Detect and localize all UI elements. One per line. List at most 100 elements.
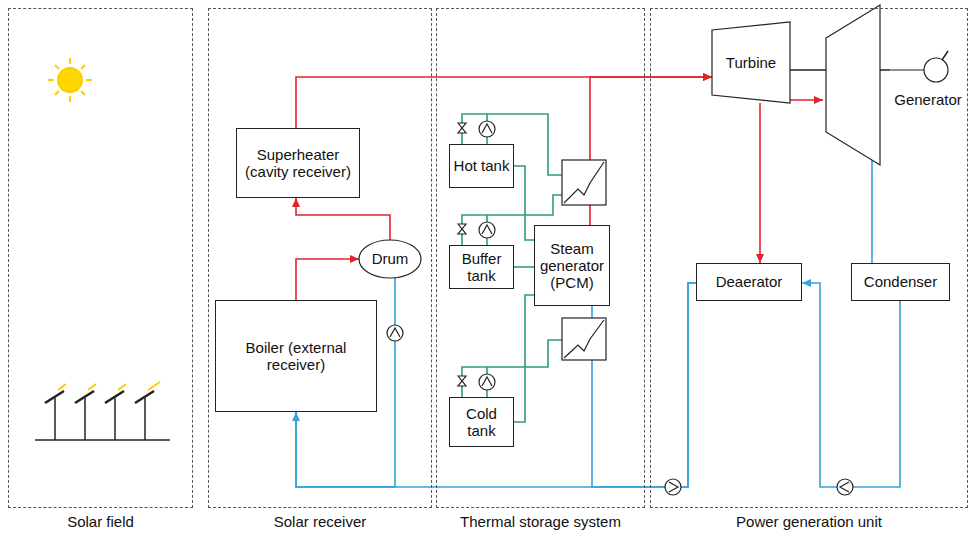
generator-outline [924, 58, 948, 82]
heliostat-symbol [135, 391, 154, 403]
heliostat-symbol [35, 391, 170, 440]
turbine-outline [712, 22, 790, 103]
pipe-connector [592, 283, 696, 487]
node-label: Turbine [726, 54, 776, 71]
heliostat-symbol [84, 398, 86, 440]
generator-mark [942, 51, 948, 60]
shaft-line [890, 69, 924, 70]
tank-box: Cold tank [449, 397, 514, 447]
node-label: Superheater (cavity receiver) [244, 146, 353, 181]
pump-symbol [837, 479, 853, 495]
tank-box: Hot tank [449, 144, 514, 188]
pump-symbol [479, 374, 495, 390]
sun-ray [58, 382, 160, 390]
heliostat-symbol [144, 398, 146, 440]
node-label: Drum [372, 250, 409, 267]
pipe-connector [296, 198, 390, 240]
pump-symbol [665, 479, 681, 495]
node-label: Generator [894, 91, 962, 108]
region-panel: Power generation unitTurbineGeneratorDea… [650, 8, 968, 508]
region-panel: Thermal storage systemHot tankBuffer tan… [436, 8, 645, 508]
sun-symbol [86, 79, 92, 81]
node-label: Condenser [864, 273, 937, 290]
heliostat-symbol [114, 398, 116, 440]
heliostat-symbol [75, 391, 94, 403]
heliostat-symbol [45, 391, 64, 403]
pump-symbol [387, 121, 853, 495]
turbine-symbol: Turbine [712, 22, 790, 103]
pipe-connector [802, 283, 900, 487]
tank-box: Buffer tank [449, 245, 514, 290]
pump-symbol [837, 479, 853, 495]
low-pressure-turbine [790, 5, 880, 263]
pump-symbol [387, 325, 403, 341]
pump-symbol [390, 328, 400, 337]
node-label: Steam generator (PCM) [535, 240, 609, 292]
node-label: Buffer tank [450, 250, 513, 285]
region-label: Solar receiver [179, 513, 461, 530]
receiver-box: Boiler (external receiver) [215, 300, 377, 412]
pump-symbol [387, 325, 403, 341]
pipe-connector [514, 295, 534, 422]
heliostat-symbol [54, 398, 56, 440]
heat-exchanger-symbol [562, 318, 606, 360]
sun-symbol [69, 96, 71, 102]
pipe-connector [514, 166, 534, 240]
sun-symbol [69, 58, 71, 64]
heat-exchanger-symbol [562, 160, 606, 205]
valve-symbol [458, 123, 466, 133]
drum-ellipse: Drum [359, 240, 421, 278]
receiver-box: Superheater (cavity receiver) [236, 128, 360, 198]
process-box: Deaerator [696, 263, 802, 301]
pump-symbol [479, 121, 495, 137]
sun-symbol [55, 65, 59, 69]
pump-symbol [840, 482, 849, 492]
steam-generator-box: Steam generator (PCM) [534, 225, 610, 306]
pipe-connector [296, 259, 359, 300]
node-label: Cold tank [450, 405, 513, 440]
pump-symbol [482, 377, 492, 386]
pump-symbol [479, 222, 495, 238]
low-pressure-turbine [826, 5, 880, 165]
node-label: Hot tank [454, 157, 510, 174]
sun-symbol [48, 58, 92, 102]
node-label: Deaerator [716, 273, 783, 290]
pipe-connector [759, 103, 761, 263]
pump-symbol [669, 482, 678, 492]
sun-ray [148, 382, 160, 390]
pump-symbol [482, 225, 492, 234]
sun-symbol [81, 65, 85, 69]
sun-symbol [48, 79, 54, 81]
sun-ray [88, 384, 96, 390]
heat-exchanger-symbol [564, 162, 604, 203]
pipe-connector [590, 77, 712, 225]
sun-ray [118, 384, 126, 390]
heat-exchanger-symbol [564, 320, 604, 358]
pump-symbol [479, 374, 495, 390]
region-panel: Solar field [8, 8, 193, 508]
pump-symbol [665, 479, 681, 495]
sun-symbol [55, 91, 59, 95]
drum-outline [359, 240, 421, 278]
storage-loop-pipe [462, 340, 562, 397]
region-label: Thermal storage system [407, 513, 674, 530]
sun-symbol [81, 91, 85, 95]
low-pressure-turbine [871, 158, 873, 263]
pump-symbol [479, 121, 495, 137]
sun-symbol [58, 68, 82, 92]
region-panel: Solar receiverSuperheater (cavity receiv… [208, 8, 432, 508]
low-pressure-turbine [790, 99, 823, 101]
pipe-connector [514, 266, 534, 268]
process-box: Condenser [851, 263, 950, 301]
pump-symbol [482, 124, 492, 133]
valve-symbol [458, 224, 466, 234]
valve-symbol [458, 376, 466, 386]
sun-ray [58, 384, 66, 390]
region-label: Solar field [0, 513, 222, 530]
node-label: Boiler (external receiver) [234, 339, 358, 374]
pump-symbol [479, 222, 495, 238]
heliostat-symbol [105, 391, 124, 403]
region-label: Power generation unit [621, 513, 972, 530]
generator-symbol: Generator [890, 56, 966, 108]
